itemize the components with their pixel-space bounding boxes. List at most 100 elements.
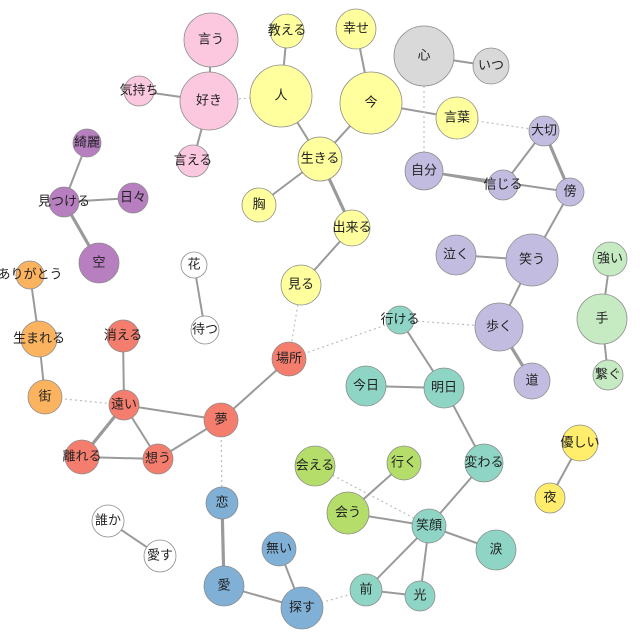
- node-label: 手: [595, 312, 608, 327]
- graph-node: いつ: [472, 47, 510, 85]
- node-label: 教える: [268, 23, 307, 39]
- graph-node: 生きる: [297, 136, 343, 182]
- graph-node: 会う: [326, 491, 370, 535]
- graph-node: 出来る: [332, 209, 372, 247]
- node-label: 会う: [335, 506, 361, 521]
- graph-node: 優しい: [560, 424, 600, 462]
- node-label: 好き: [196, 94, 222, 109]
- node-circle: [349, 573, 383, 607]
- node-label: 今日: [353, 378, 379, 394]
- graph-node: 教える: [268, 13, 307, 49]
- node-circle: [269, 13, 305, 49]
- node-label: 涙: [489, 542, 502, 558]
- node-circle: [20, 320, 58, 358]
- node-label: 歩く: [486, 320, 512, 335]
- node-circle: [335, 8, 377, 50]
- node-label: 繋ぐ: [595, 367, 621, 383]
- node-label: 見つける: [38, 195, 90, 210]
- graph-node: 自分: [404, 151, 444, 191]
- edge-yume-koi: [220, 419, 223, 504]
- node-circle: [78, 242, 120, 284]
- graph-node: ありがとう: [0, 260, 63, 290]
- node-label: 言う: [198, 33, 224, 48]
- graph-node: 行く: [386, 445, 422, 481]
- node-circle: [205, 486, 239, 520]
- node-label: 気持ち: [119, 83, 158, 99]
- node-label: 明日: [431, 381, 457, 396]
- node-circle: [386, 445, 422, 481]
- node-layer: 言う好き気持ち言える教える人幸せ今生きる胸出来る見る言葉心いつ大切自分信じる傍泣…: [0, 8, 628, 630]
- node-circle: [271, 341, 307, 377]
- graph-node: 想う: [142, 443, 174, 475]
- graph-node: 笑う: [505, 233, 559, 287]
- node-circle: [534, 482, 566, 514]
- graph-node: 光: [404, 580, 436, 612]
- node-label: 誰か: [95, 513, 121, 529]
- graph-node: 手: [576, 293, 628, 345]
- node-label: 会える: [296, 459, 335, 474]
- node-circle: [435, 234, 477, 276]
- node-circle: [183, 12, 239, 68]
- graph-node: 泣く: [435, 234, 477, 276]
- graph-node: 気持ち: [119, 75, 159, 107]
- node-label: 生きる: [301, 152, 340, 167]
- node-circle: [513, 362, 551, 400]
- graph-node: 誰か: [91, 504, 125, 538]
- node-label: 泣く: [443, 248, 469, 263]
- graph-node: 場所: [271, 341, 307, 377]
- graph-node: 見る: [280, 264, 322, 306]
- node-circle: [487, 169, 519, 201]
- graph-node: 強い: [592, 241, 628, 277]
- graph-node: 言える: [174, 144, 213, 178]
- node-label: 離れる: [62, 450, 101, 465]
- node-circle: [339, 71, 403, 135]
- graph-node: 好き: [179, 71, 239, 131]
- graph-node: 胸: [241, 187, 277, 223]
- node-label: ありがとう: [0, 268, 63, 283]
- graph-node: 恋: [205, 486, 239, 520]
- node-label: 人: [274, 89, 287, 104]
- node-circle: [404, 580, 436, 612]
- node-label: 言える: [174, 154, 213, 169]
- graph-node: 涙: [475, 529, 517, 571]
- node-circle: [576, 293, 628, 345]
- graph-node: 繋ぐ: [592, 359, 624, 391]
- graph-node: 見つける: [38, 186, 90, 218]
- node-circle: [106, 319, 140, 353]
- node-circle: [385, 305, 415, 335]
- node-circle: [108, 389, 140, 421]
- node-circle: [423, 367, 465, 409]
- node-circle: [561, 424, 599, 462]
- node-circle: [411, 508, 447, 544]
- graph-node: 無い: [261, 531, 297, 567]
- graph-node: 空: [78, 242, 120, 284]
- node-label: 前: [359, 582, 372, 598]
- node-label: 言葉: [444, 111, 470, 126]
- node-circle: [190, 315, 220, 345]
- node-circle: [179, 71, 239, 131]
- graph-node: 街: [27, 379, 63, 415]
- node-label: 待つ: [192, 323, 218, 338]
- node-label: 愛す: [147, 549, 173, 564]
- node-label: 想う: [145, 451, 171, 467]
- node-label: 笑う: [519, 252, 545, 268]
- node-label: 強い: [597, 252, 623, 267]
- node-label: 優しい: [560, 436, 599, 451]
- node-circle: [464, 443, 504, 483]
- node-label: いつ: [478, 59, 504, 74]
- node-label: 信じる: [483, 178, 522, 193]
- node-circle: [297, 136, 343, 182]
- graph-node: 笑顔: [411, 508, 447, 544]
- node-circle: [48, 186, 80, 218]
- node-circle: [180, 251, 208, 279]
- node-label: 愛: [217, 579, 230, 594]
- node-label: 場所: [276, 352, 302, 367]
- node-label: 変わる: [464, 455, 503, 471]
- graph-node: 今: [339, 71, 403, 135]
- graph-node: 明日: [423, 367, 465, 409]
- node-label: 心: [417, 49, 430, 64]
- node-circle: [345, 365, 387, 407]
- node-label: 道: [525, 374, 538, 389]
- node-circle: [404, 151, 444, 191]
